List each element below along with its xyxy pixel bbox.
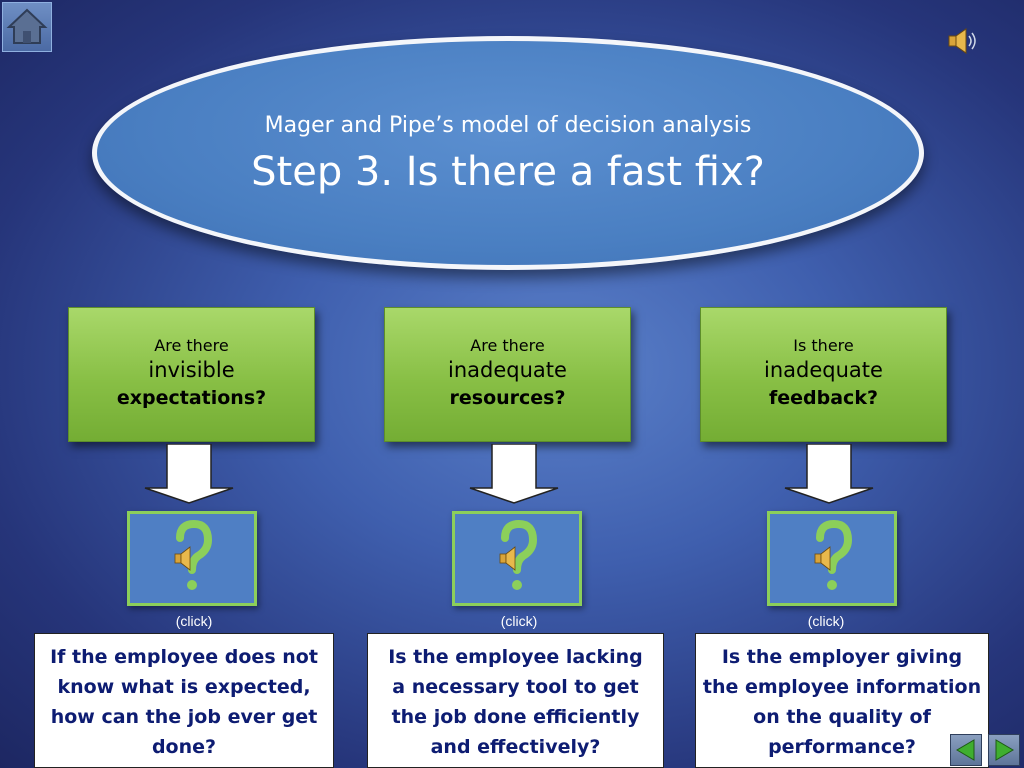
home-button[interactable] xyxy=(2,2,52,52)
answer-box-resources: Is the employee lacking a necessary tool… xyxy=(367,633,664,768)
click-label: (click) xyxy=(175,613,213,629)
box-line2: inadequate xyxy=(448,358,567,382)
down-arrow-icon xyxy=(784,444,874,504)
question-sound-button-1[interactable] xyxy=(127,511,257,606)
question-mark-icon xyxy=(814,519,853,590)
answer-box-expectations: If the employee does not know what is ex… xyxy=(34,633,334,768)
home-icon xyxy=(6,8,48,44)
box-line3: feedback? xyxy=(769,387,878,409)
question-box-feedback: Is there inadequate feedback? xyxy=(700,307,947,442)
question-box-expectations: Are there invisible expectations? xyxy=(68,307,315,442)
question-sound-button-3[interactable] xyxy=(767,511,897,606)
speaker-icon xyxy=(814,546,831,571)
box-line3: resources? xyxy=(449,387,566,409)
box-line1: Is there xyxy=(793,336,854,355)
box-line2: inadequate xyxy=(764,358,883,382)
question-sound-button-2[interactable] xyxy=(452,511,582,606)
question-mark-icon xyxy=(174,519,213,590)
box-line1: Are there xyxy=(470,336,545,355)
click-label: (click) xyxy=(807,613,845,629)
speaker-icon xyxy=(499,546,516,571)
previous-slide-button[interactable] xyxy=(950,734,982,766)
speaker-icon xyxy=(948,28,976,54)
slide-title: Step 3. Is there a fast fix? xyxy=(251,149,765,195)
next-arrow-icon xyxy=(995,739,1014,761)
title-ellipse: Mager and Pipe’s model of decision analy… xyxy=(92,36,924,270)
box-line3: expectations? xyxy=(116,387,267,409)
down-arrow-icon xyxy=(144,444,234,504)
answer-box-feedback: Is the employer giving the employee info… xyxy=(695,633,989,768)
question-mark-icon xyxy=(499,519,538,590)
speaker-icon xyxy=(174,546,191,571)
click-label: (click) xyxy=(500,613,538,629)
sound-button[interactable] xyxy=(946,26,980,56)
box-line2: invisible xyxy=(148,358,235,382)
previous-arrow-icon xyxy=(956,739,975,761)
next-slide-button[interactable] xyxy=(988,734,1020,766)
box-line1: Are there xyxy=(154,336,229,355)
slide-subtitle: Mager and Pipe’s model of decision analy… xyxy=(264,113,752,138)
down-arrow-icon xyxy=(469,444,559,504)
question-box-resources: Are there inadequate resources? xyxy=(384,307,631,442)
